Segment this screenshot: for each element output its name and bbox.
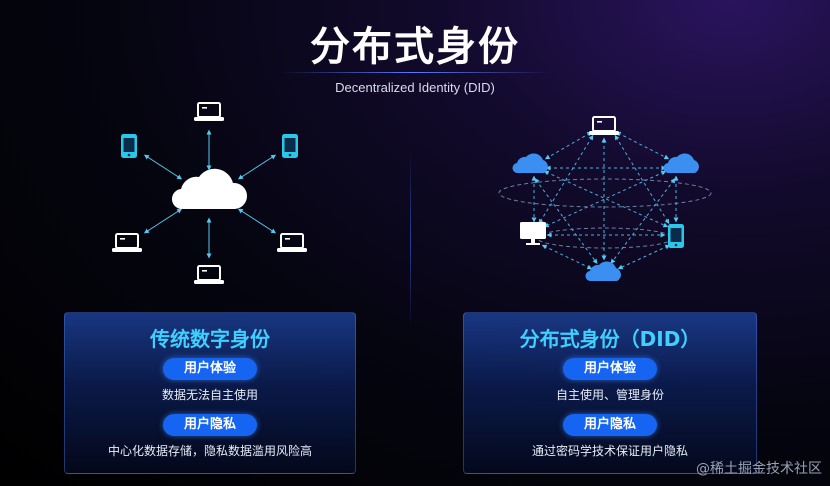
link-lower-left [143, 208, 183, 234]
center-divider [410, 150, 411, 330]
user-experience-badge: 用户体验 [563, 358, 657, 380]
user-privacy-badge: 用户隐私 [563, 414, 657, 436]
watermark: @稀土掘金技术社区 [696, 461, 822, 477]
cloud-icon [585, 261, 621, 282]
page-subtitle: Decentralized Identity (DID) [335, 80, 495, 95]
user-experience-text: 数据无法自主使用 [161, 388, 258, 402]
phone-icon [668, 224, 684, 248]
link-upper-left [143, 154, 183, 180]
cloud-icon [512, 153, 548, 174]
user-privacy-text: 通过密码学技术保证用户隐私 [531, 444, 688, 458]
link-lower-right [237, 208, 277, 234]
cloud-icon [663, 153, 699, 174]
centralized-network [111, 102, 308, 285]
did-identity-card: 分布式身份（DID） 用户体验 自主使用、管理身份 用户隐私 通过密码学技术保证… [463, 312, 757, 474]
central-cloud-icon [171, 168, 248, 210]
laptop-icon [193, 102, 225, 122]
laptop-icon [193, 265, 225, 285]
laptop-icon [276, 233, 308, 253]
page-title: 分布式身份 [310, 24, 520, 70]
desktop-monitor-icon [520, 222, 546, 245]
user-privacy-text: 中心化数据存储，隐私数据滥用风险高 [107, 444, 312, 458]
title-underline [280, 72, 550, 73]
link-upper-right [237, 154, 277, 180]
laptop-icon [588, 116, 620, 136]
phone-icon [282, 134, 298, 158]
laptop-icon [111, 233, 143, 253]
card-title: 分布式身份（DID） [519, 327, 701, 351]
user-experience-text: 自主使用、管理身份 [555, 388, 664, 402]
card-title: 传统数字身份 [150, 327, 270, 351]
user-privacy-badge: 用户隐私 [163, 414, 257, 436]
decentralized-network [498, 116, 712, 282]
traditional-identity-card: 传统数字身份 用户体验 数据无法自主使用 用户隐私 中心化数据存储，隐私数据滥用… [64, 312, 356, 474]
user-experience-badge: 用户体验 [163, 358, 257, 380]
phone-icon [121, 134, 137, 158]
